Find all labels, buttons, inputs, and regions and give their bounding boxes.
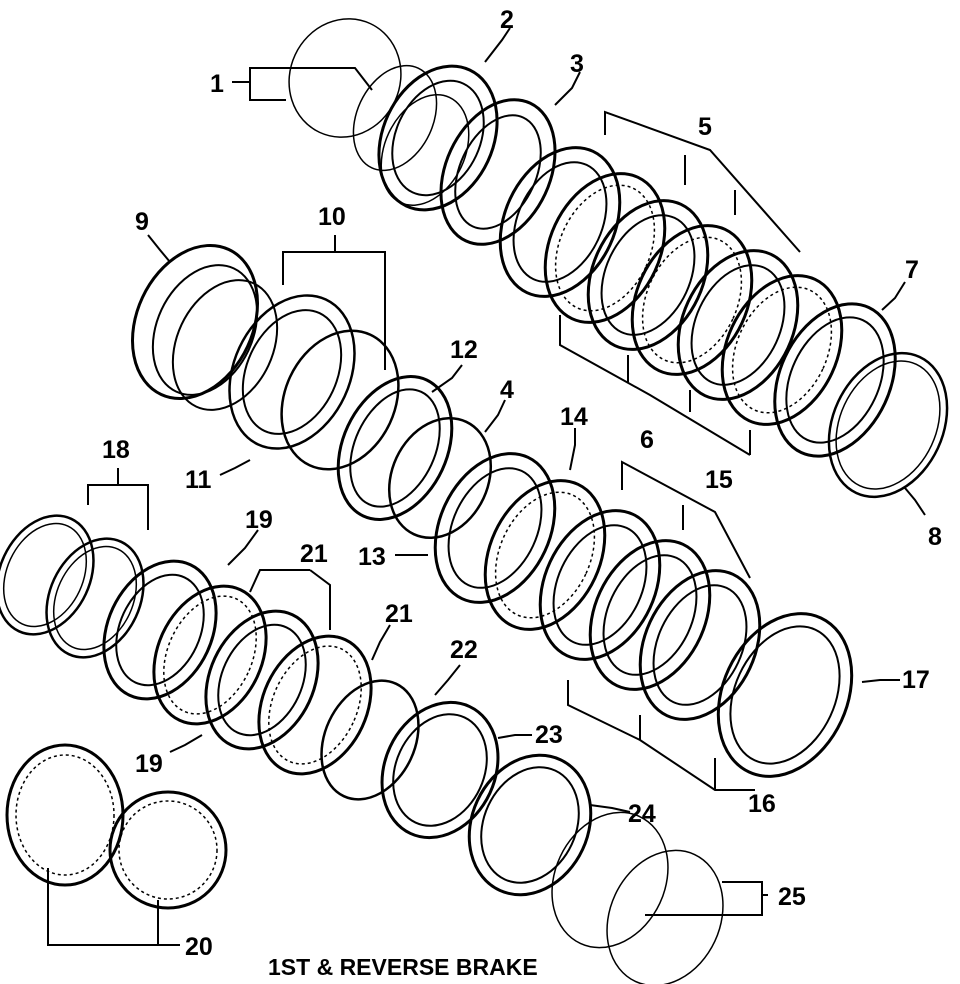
- part-17-pressure-plate: [716, 612, 854, 778]
- callout-6: 6: [640, 426, 654, 454]
- callout-15: 15: [705, 466, 733, 494]
- part-9-drum: [131, 243, 279, 411]
- callout-19-upper: 19: [245, 506, 273, 534]
- part-22-snap-ring: [320, 679, 420, 801]
- callout-9: 9: [135, 208, 149, 236]
- callout-20: 20: [185, 933, 213, 961]
- part-24-retainer: [467, 753, 593, 897]
- part-11-piston: [280, 329, 400, 471]
- leader-lines: [47, 27, 926, 946]
- part-4-spring: [387, 417, 493, 539]
- part-13-14-clutch: [433, 452, 607, 631]
- part-2-retainer: [377, 64, 499, 212]
- callout-12: 12: [450, 336, 478, 364]
- callout-labels: 1 2 3 5 7 9 10 12 4 14 6 11 8 13 15 18 1…: [102, 6, 942, 961]
- callout-13: 13: [358, 543, 386, 571]
- diagram-caption: 1ST & REVERSE BRAKE: [268, 954, 538, 980]
- callout-18: 18: [102, 436, 130, 464]
- callout-5: 5: [698, 113, 712, 141]
- callout-21-lower: 21: [385, 600, 413, 628]
- part-18-snap-rings: [0, 514, 145, 659]
- callout-14: 14: [560, 403, 588, 431]
- part-20-friction-discs: [5, 743, 228, 910]
- part-5-6-clutch-plates: [498, 146, 844, 426]
- callout-23: 23: [535, 721, 563, 749]
- part-19-21-brake-plates: [102, 559, 373, 776]
- part-10-seal-ring: [228, 294, 356, 450]
- callout-17: 17: [902, 666, 930, 694]
- part-25-oring-pair: [551, 811, 724, 984]
- part-15-16-clutch-plates: [538, 509, 762, 721]
- callout-25: 25: [778, 883, 806, 911]
- callout-8: 8: [928, 523, 942, 551]
- callout-21-upper: 21: [300, 540, 328, 568]
- callout-24: 24: [628, 800, 656, 828]
- part-23-piston: [380, 700, 500, 840]
- part-8-snap-ring: [827, 351, 949, 499]
- callout-1: 1: [210, 70, 224, 98]
- callout-10: 10: [318, 203, 346, 231]
- callout-11: 11: [185, 466, 212, 494]
- part-3-piston: [439, 98, 557, 246]
- callout-16: 16: [748, 790, 776, 818]
- part-12-hub: [336, 375, 454, 521]
- callout-4: 4: [500, 376, 514, 404]
- callout-2: 2: [500, 6, 514, 34]
- callout-7: 7: [905, 256, 919, 284]
- part-7-pressure-plate: [773, 302, 897, 458]
- part-1-oring-pair: [288, 18, 438, 172]
- callout-3: 3: [570, 50, 584, 78]
- callout-22: 22: [450, 636, 478, 664]
- callout-19-lower: 19: [135, 750, 163, 778]
